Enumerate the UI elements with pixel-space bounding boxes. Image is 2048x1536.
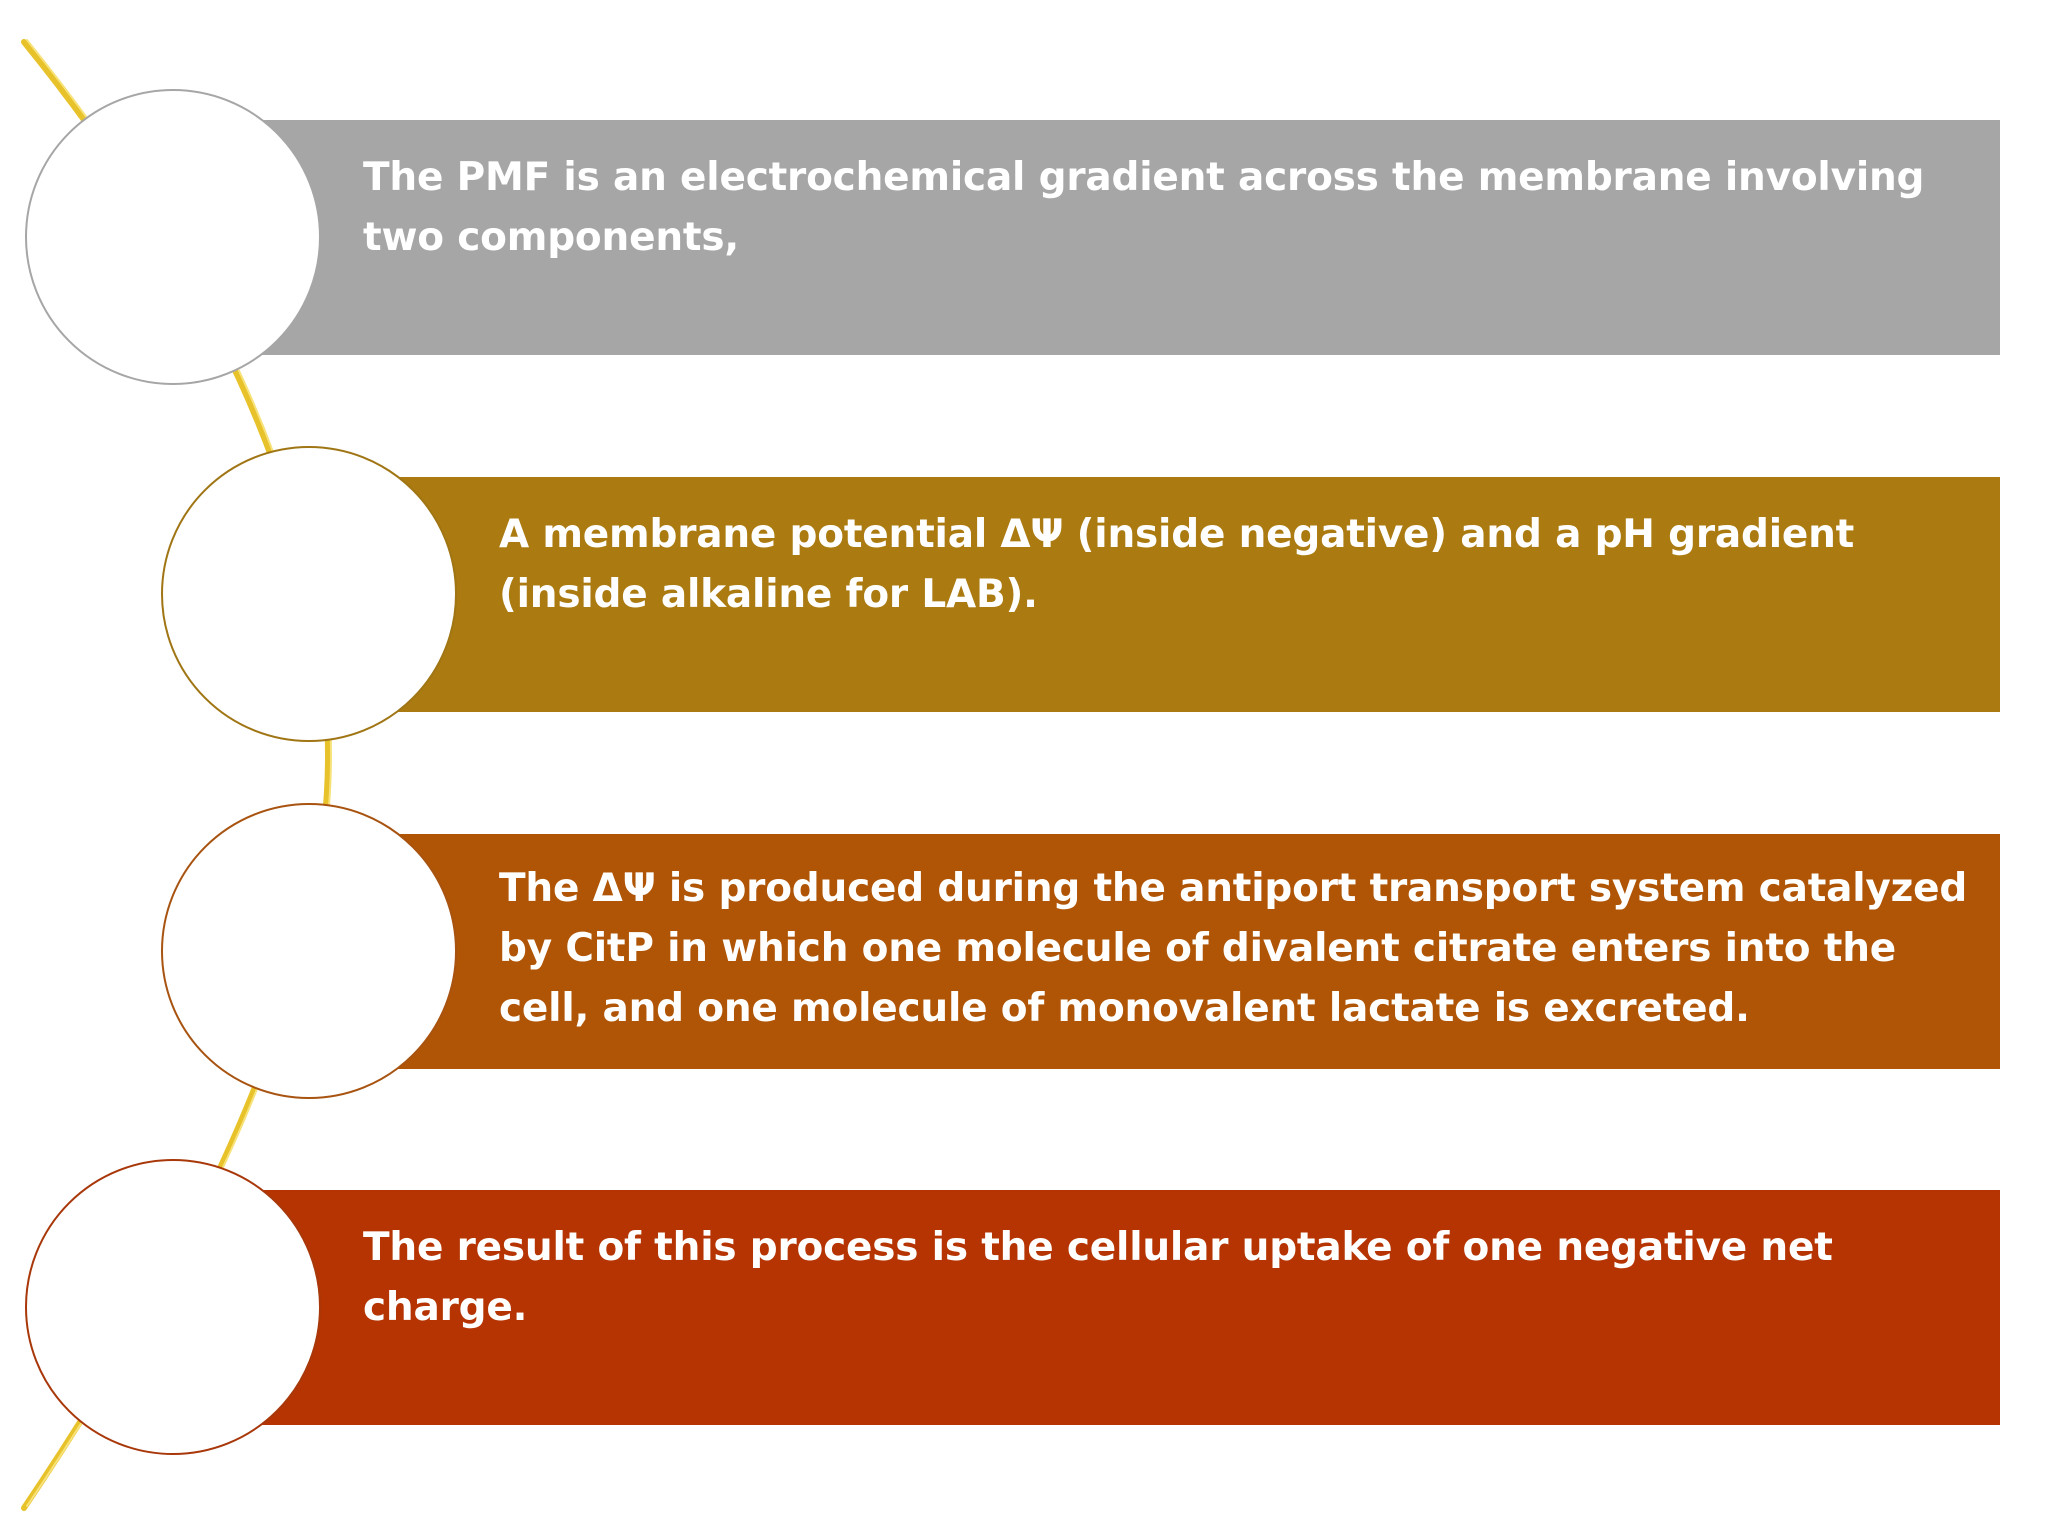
step-1-bar: The PMF is an electrochemical gradient a… [250, 120, 2000, 355]
step-4-text: The result of this process is the cellul… [363, 1224, 1833, 1330]
step-4-bar: The result of this process is the cellul… [250, 1190, 2000, 1425]
step-3-text: The ΔΨ is produced during the antiport t… [499, 865, 1968, 1031]
step-1-circle [25, 89, 321, 385]
step-3-circle [161, 803, 457, 1099]
step-1-text: The PMF is an electrochemical gradient a… [363, 154, 1925, 260]
step-2-circle [161, 446, 457, 742]
step-2-bar: A membrane potential ΔΨ (inside negative… [386, 477, 2000, 712]
step-4-circle [25, 1159, 321, 1455]
step-3-bar: The ΔΨ is produced during the antiport t… [386, 834, 2000, 1069]
step-2-text: A membrane potential ΔΨ (inside negative… [499, 511, 1855, 617]
